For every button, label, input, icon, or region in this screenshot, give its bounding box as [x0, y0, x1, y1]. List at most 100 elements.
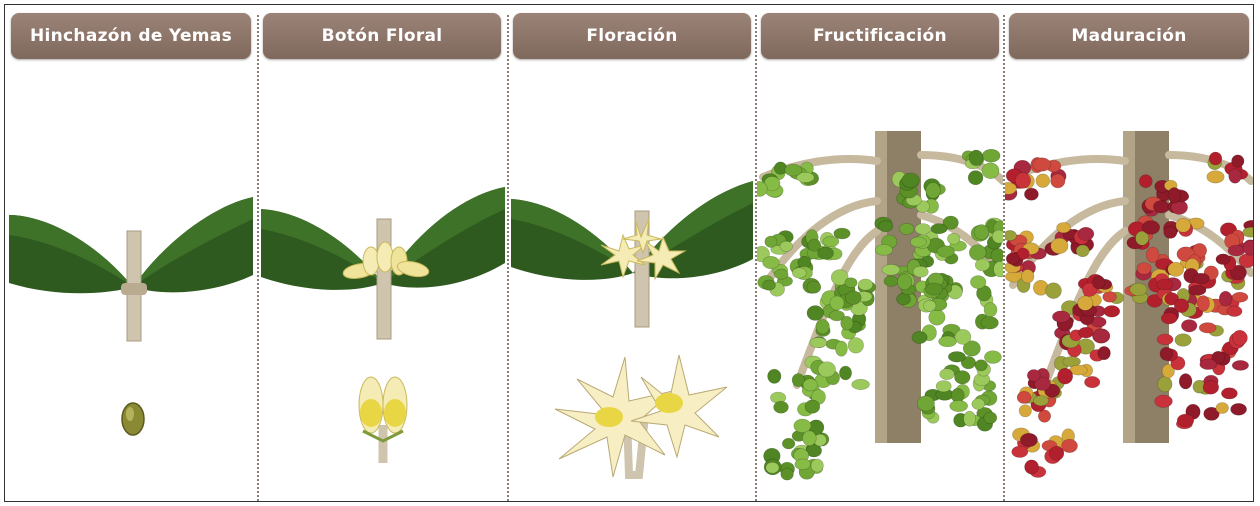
cherry — [1160, 347, 1173, 360]
cherry — [1025, 460, 1039, 474]
cherry — [1046, 283, 1062, 299]
cherry — [848, 338, 864, 354]
cherry — [1174, 299, 1188, 313]
cherry — [984, 351, 1001, 364]
cherry — [875, 245, 893, 256]
cherry — [917, 396, 934, 411]
cherry — [845, 278, 857, 288]
cherry — [808, 239, 821, 251]
cherry — [852, 379, 870, 389]
cherry — [879, 221, 893, 232]
cherry — [1157, 334, 1173, 345]
cherry — [774, 401, 789, 413]
cherry — [969, 245, 986, 261]
cherry — [982, 163, 999, 179]
cherry — [910, 237, 926, 247]
cherry — [1062, 439, 1078, 452]
cherry — [882, 264, 900, 275]
swollen-bud — [122, 403, 144, 435]
cherry — [1093, 329, 1110, 343]
cherry — [991, 248, 1003, 262]
cherry — [1078, 227, 1094, 240]
cherry — [936, 381, 951, 392]
cherry — [1078, 327, 1093, 338]
cherry — [1024, 188, 1038, 200]
cherry — [1164, 226, 1177, 238]
cherry — [803, 431, 817, 446]
cherry — [763, 256, 780, 268]
cherry — [964, 411, 976, 426]
cherry — [1137, 263, 1151, 275]
cherry — [768, 369, 781, 383]
cherry — [1017, 391, 1031, 403]
cherry — [900, 223, 914, 234]
cherry — [1093, 276, 1106, 289]
cherry — [1168, 262, 1184, 276]
cherry — [810, 337, 827, 347]
cherry — [1177, 414, 1194, 427]
cherry — [950, 400, 968, 411]
cherry — [1006, 253, 1019, 265]
cherry — [981, 317, 998, 330]
stage-panel-fruiting: Fructificación — [757, 5, 1003, 501]
cherry — [830, 296, 844, 310]
cherry — [1197, 296, 1209, 312]
cherry — [1157, 279, 1173, 290]
bud-swelling-illustration — [5, 5, 257, 501]
cherry — [1049, 446, 1064, 460]
cherry — [969, 150, 983, 166]
cherry — [937, 246, 954, 258]
cherry — [984, 412, 997, 424]
cherry — [775, 269, 789, 279]
stage-panel-flowering: Floración — [509, 5, 755, 501]
cherry — [940, 369, 955, 380]
cherry — [1012, 446, 1028, 457]
cherry — [1158, 377, 1172, 392]
cherry — [1175, 334, 1191, 347]
cherry — [1153, 201, 1169, 213]
cherry — [1232, 155, 1244, 167]
cherry — [929, 309, 945, 325]
cherry — [816, 319, 829, 334]
cherry — [1181, 320, 1197, 332]
cherry — [818, 362, 836, 377]
cherry — [947, 233, 960, 244]
cherry — [795, 459, 811, 470]
cherry — [1176, 218, 1191, 232]
cherry — [1139, 175, 1152, 188]
cherry — [1033, 158, 1051, 171]
cherry — [781, 468, 794, 480]
cherry — [955, 329, 971, 344]
cherry — [884, 276, 898, 287]
cherry — [1033, 396, 1048, 406]
cherry — [1027, 370, 1040, 382]
flower-bud-detail — [359, 377, 407, 463]
cherry — [765, 236, 777, 247]
cherry — [1057, 223, 1071, 233]
cherry — [774, 162, 786, 174]
cherry — [1232, 360, 1248, 370]
cherry — [763, 280, 776, 290]
cherry — [1021, 270, 1034, 284]
cherry — [1231, 403, 1247, 415]
cherry — [1005, 230, 1017, 240]
ripening-illustration — [1005, 5, 1253, 501]
cherry — [970, 276, 986, 289]
cherry — [1216, 254, 1230, 265]
cherry — [803, 379, 818, 391]
cherry — [1232, 292, 1248, 302]
cherry — [1015, 173, 1030, 189]
cherry — [780, 241, 793, 251]
cherry — [858, 279, 873, 290]
cherry — [785, 164, 802, 176]
cherry — [1051, 238, 1068, 254]
stage-panel-flower-bud: Botón Floral — [259, 5, 507, 501]
cherry — [926, 183, 941, 199]
cherry — [766, 462, 779, 473]
cherry — [839, 366, 851, 380]
cherry — [1200, 359, 1217, 370]
cherry — [1207, 171, 1224, 183]
cherry — [923, 300, 936, 311]
flower-bud-illustration — [259, 5, 507, 501]
cherry — [805, 400, 820, 413]
